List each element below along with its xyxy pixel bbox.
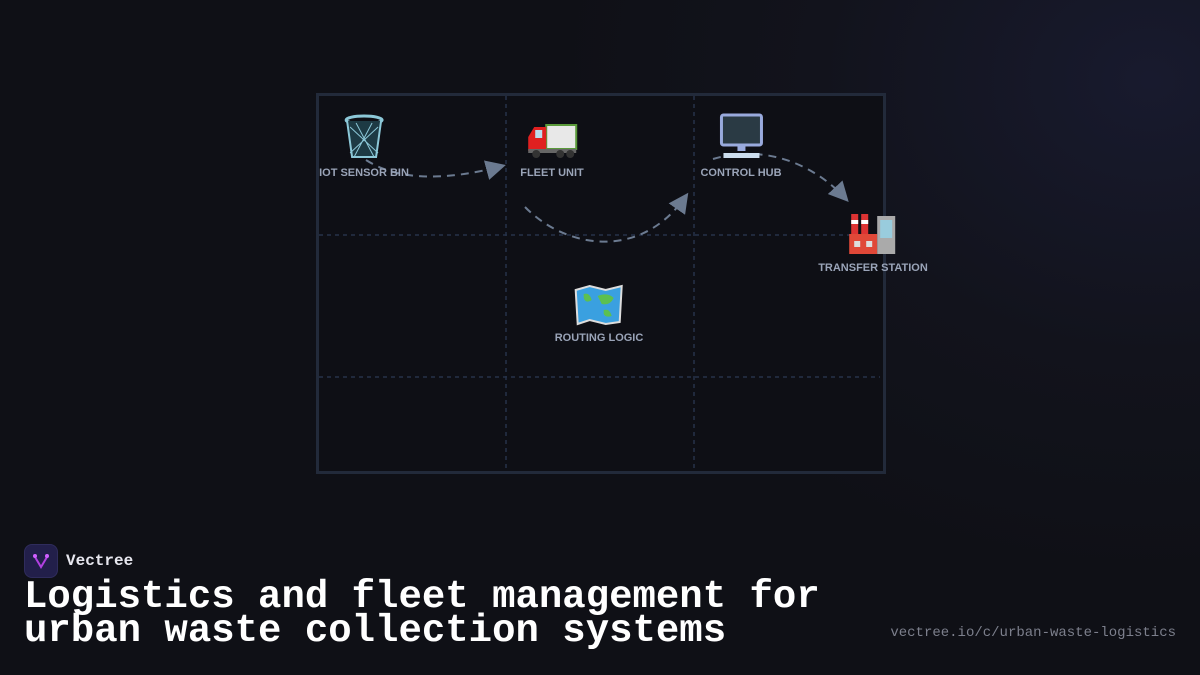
node-label: TRANSFER STATION bbox=[818, 262, 928, 274]
factory-icon bbox=[849, 214, 895, 254]
brand-name: Vectree bbox=[66, 552, 134, 570]
node-fleet-unit[interactable]: FLEET UNIT bbox=[520, 113, 584, 179]
node-label: IOT SENSOR BIN bbox=[319, 167, 409, 179]
node-label: ROUTING LOGIC bbox=[554, 332, 644, 344]
edge-bin-to-fleet bbox=[365, 159, 506, 180]
node-routing-logic[interactable]: ROUTING LOGIC bbox=[554, 284, 644, 344]
node-control-hub[interactable]: CONTROL HUB bbox=[700, 113, 782, 179]
truck-icon bbox=[528, 124, 577, 158]
node-label: FLEET UNIT bbox=[520, 167, 584, 179]
brand: Vectree bbox=[24, 544, 133, 578]
wastebasket-icon bbox=[344, 114, 384, 158]
page-title: Logistics and fleet management for urban… bbox=[24, 575, 820, 653]
node-label: CONTROL HUB bbox=[700, 167, 782, 179]
edge-fleet-to-hub bbox=[524, 192, 689, 243]
node-iot-sensor-bin[interactable]: IOT SENSOR BIN bbox=[319, 113, 409, 179]
diagram-frame bbox=[316, 93, 886, 474]
vectree-logo-icon bbox=[24, 544, 58, 578]
node-transfer-station[interactable]: TRANSFER STATION bbox=[818, 208, 928, 274]
desktop-computer-icon bbox=[719, 113, 763, 158]
source-url[interactable]: vectree.io/c/urban-waste-logistics bbox=[890, 625, 1176, 641]
world-map-icon bbox=[574, 284, 624, 326]
